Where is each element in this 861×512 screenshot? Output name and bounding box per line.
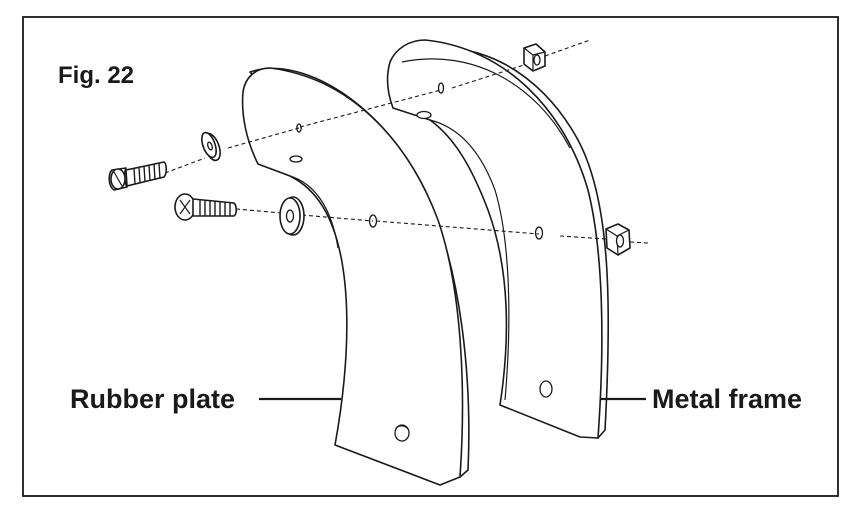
alignment-line-lower (235, 208, 649, 244)
plate-hole-bottom (394, 424, 410, 442)
plate-hole-top (296, 123, 302, 133)
frame-slot (416, 110, 432, 120)
frame-hole-top (437, 82, 445, 94)
rubber-plate-part (241, 67, 470, 486)
figure-title: Fig. 22 (58, 62, 134, 89)
screw-upper (108, 161, 168, 191)
frame-hole-bottom (539, 380, 553, 398)
metal-frame-part (386, 39, 610, 439)
washer-upper (201, 131, 221, 162)
alignment-line-upper (164, 39, 591, 174)
nut-upper (523, 43, 546, 72)
label-metal-frame: Metal frame (652, 384, 802, 414)
plate-slot (289, 155, 303, 163)
screw-lower (174, 193, 238, 221)
washer-lower (279, 196, 305, 236)
frame-hole-mid (534, 226, 544, 240)
nut-lower (605, 223, 631, 256)
label-rubber-plate: Rubber plate (70, 384, 235, 414)
